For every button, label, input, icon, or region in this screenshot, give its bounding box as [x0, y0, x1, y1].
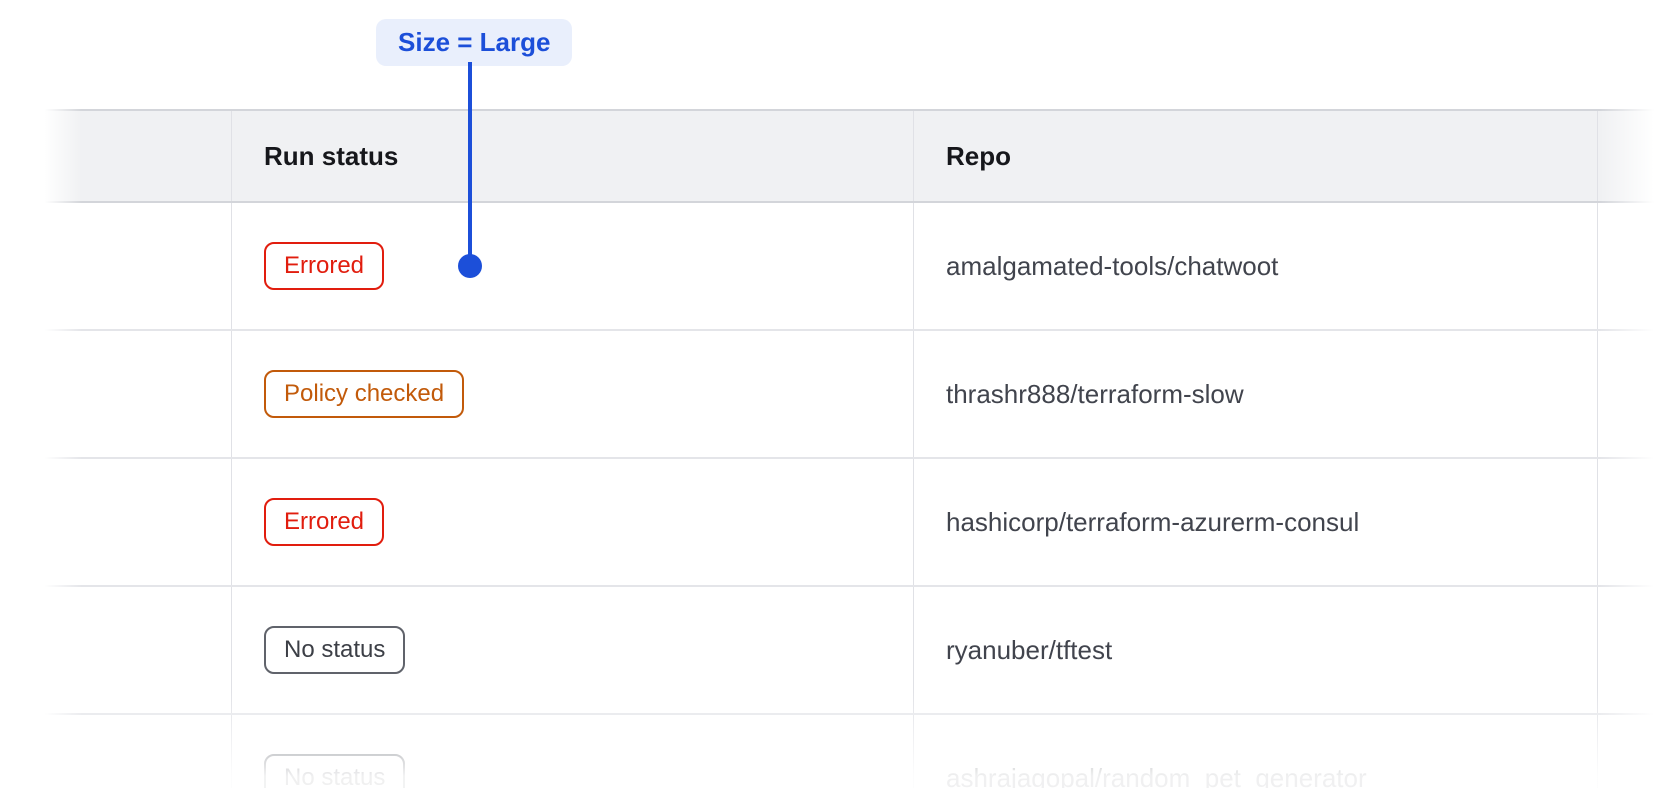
row-cell-repo: ashrajagopal/random_pet_generator	[914, 715, 1598, 788]
row-cell-overflow	[1598, 203, 1672, 329]
table-row[interactable]: Errored hashicorp/terraform-azurerm-consu…	[43, 459, 1672, 587]
size-large-callout: Size = Large	[376, 19, 573, 66]
row-cell-run-status: No status	[232, 587, 914, 713]
repo-name: thrashr888/terraform-slow	[946, 378, 1244, 409]
row-cell-empty	[43, 331, 232, 457]
row-cell-repo: ryanuber/tftest	[914, 587, 1598, 713]
repo-name: hashicorp/terraform-azurerm-consul	[946, 506, 1360, 537]
table-row[interactable]: No status ryanuber/tftest	[43, 587, 1672, 715]
row-cell-empty	[43, 203, 232, 329]
row-cell-repo: amalgamated-tools/chatwoot	[914, 203, 1598, 329]
row-cell-run-status: No status	[232, 715, 914, 788]
row-cell-overflow	[1598, 459, 1672, 585]
header-cell-empty	[43, 111, 232, 201]
row-cell-run-status: Errored	[232, 459, 914, 585]
table-row[interactable]: No status ashrajagopal/random_pet_generat…	[43, 715, 1672, 788]
header-cell-repo: Repo	[914, 111, 1598, 201]
table-row[interactable]: Policy checked thrashr888/terraform-slow	[43, 331, 1672, 459]
run-status-badge: Policy checked	[264, 370, 465, 418]
row-cell-overflow	[1598, 587, 1672, 713]
run-status-badge: No status	[264, 754, 406, 788]
runs-table: Run status Repo Errored amalgamated-tools…	[43, 109, 1672, 788]
row-cell-empty	[43, 715, 232, 788]
row-cell-repo: thrashr888/terraform-slow	[914, 331, 1598, 457]
run-status-badge: Errored	[264, 242, 385, 290]
row-cell-repo: hashicorp/terraform-azurerm-consul	[914, 459, 1598, 585]
header-cell-run-status: Run status	[232, 111, 914, 201]
row-cell-empty	[43, 587, 232, 713]
row-cell-overflow	[1598, 331, 1672, 457]
repo-name: ryanuber/tftest	[946, 634, 1113, 665]
repo-name: amalgamated-tools/chatwoot	[946, 250, 1279, 281]
run-status-badge: No status	[264, 626, 406, 674]
row-cell-run-status: Errored	[232, 203, 914, 329]
repo-name: ashrajagopal/random_pet_generator	[946, 762, 1367, 788]
table-header-row: Run status Repo	[43, 109, 1672, 203]
row-cell-overflow	[1598, 715, 1672, 788]
row-cell-run-status: Policy checked	[232, 331, 914, 457]
table-row[interactable]: Errored amalgamated-tools/chatwoot	[43, 203, 1672, 331]
row-cell-empty	[43, 459, 232, 585]
header-cell-overflow	[1598, 111, 1672, 201]
run-status-badge: Errored	[264, 498, 385, 546]
